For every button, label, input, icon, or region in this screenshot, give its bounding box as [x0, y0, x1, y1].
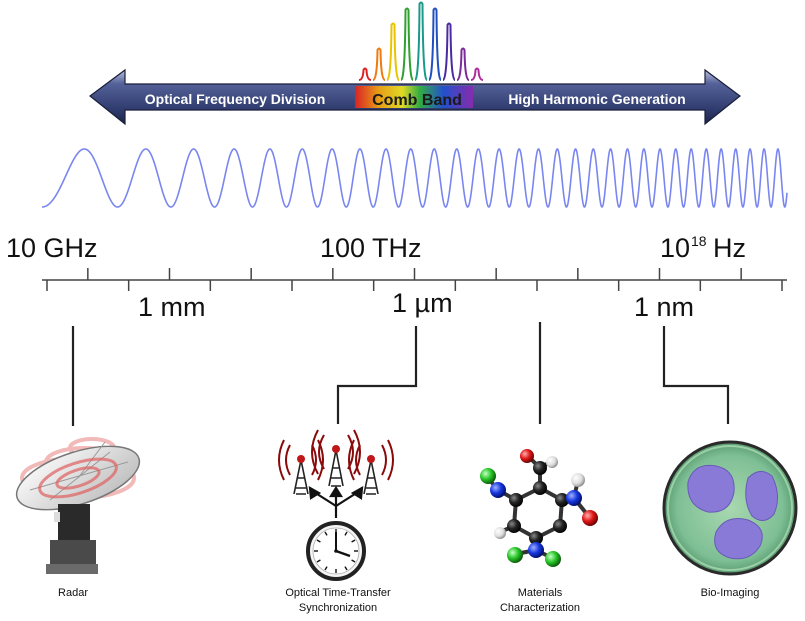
comb-peak	[372, 47, 386, 81]
clock-tick	[344, 531, 348, 536]
radio-towers-clock-icon	[278, 429, 394, 581]
clock-tick	[324, 531, 328, 536]
wavelength-label-1um: 1 µm	[392, 288, 453, 318]
caption-materials-line1: Materials	[518, 587, 563, 599]
caption-time-transfer-line1: Optical Time-Transfer	[285, 587, 391, 599]
scale-axis	[42, 268, 787, 291]
comb-peak	[386, 22, 400, 81]
comb-peak	[400, 7, 414, 81]
cell-micrograph-icon	[662, 440, 798, 576]
comb-peak	[456, 47, 470, 81]
comb-peak	[428, 7, 442, 81]
wavelength-label-1mm: 1 mm	[138, 292, 206, 322]
clock-tick	[351, 559, 356, 563]
chirped-wave	[41, 147, 788, 209]
caption-materials-line2: Characterization	[500, 602, 580, 614]
wavelength-label-1nm: 1 nm	[634, 292, 694, 322]
clock-icon	[306, 521, 366, 581]
arrow-right-label: High Harmonic Generation	[508, 91, 685, 107]
connector-lines	[71, 322, 730, 426]
frequency-label-unit: Hz	[713, 233, 746, 263]
caption-radar: Radar	[58, 587, 88, 599]
frequency-label-1e18hz: 10 18 Hz	[660, 233, 746, 263]
frequency-label-100thz: 100 THz	[320, 233, 422, 263]
clock-tick	[316, 539, 321, 543]
frequency-label-exponent: 18	[691, 233, 707, 249]
clock-tick	[324, 566, 328, 571]
comb-band-rainbow	[355, 86, 473, 108]
clock-tick	[344, 566, 348, 571]
comb-peak	[414, 1, 428, 81]
connector-time-transfer	[336, 326, 418, 424]
frequency-label-base: 10	[660, 233, 690, 263]
comb-peak	[358, 67, 372, 81]
comb-band-label: Comb Band	[372, 92, 462, 109]
molecule-icon	[480, 449, 598, 567]
caption-bio-imaging: Bio-Imaging	[701, 587, 760, 599]
radar-dish-icon	[15, 437, 141, 574]
caption-time-transfer-line2: Synchronization	[299, 602, 377, 614]
frequency-comb-peaks	[358, 1, 484, 81]
frequency-label-10ghz: 10 GHz	[6, 233, 98, 263]
comb-peak	[470, 67, 484, 81]
clock-tick	[316, 559, 321, 563]
spectrum-range-arrow: Optical Frequency Division Comb Band Hig…	[89, 68, 741, 126]
comb-peak	[442, 22, 456, 81]
connector-bio-imaging	[662, 326, 730, 424]
clock-tick	[351, 539, 356, 543]
arrow-left-label: Optical Frequency Division	[145, 91, 326, 107]
